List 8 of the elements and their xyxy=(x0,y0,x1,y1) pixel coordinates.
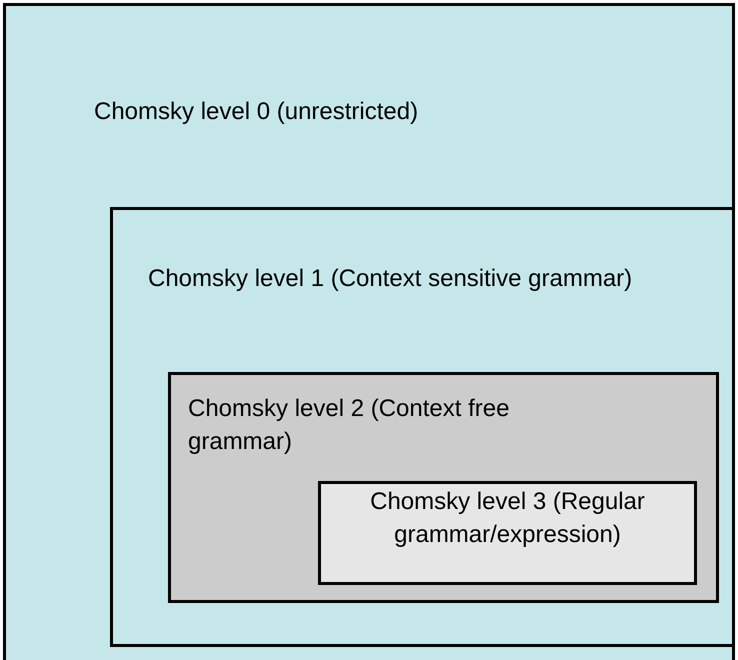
nested-set-box xyxy=(318,481,697,585)
nested-set-box xyxy=(168,372,719,603)
level-label: Chomsky level 0 (unrestricted) xyxy=(94,97,420,127)
level-label: Chomsky level 2 (Context free grammar) xyxy=(188,394,510,457)
nested-set-box xyxy=(3,3,735,660)
nested-set-box xyxy=(110,207,735,647)
level-label: Chomsky level 3 (Regular grammar/expression) xyxy=(369,487,646,550)
level-label: Chomsky level 1 (Context sensitive grammar) xyxy=(148,264,634,294)
